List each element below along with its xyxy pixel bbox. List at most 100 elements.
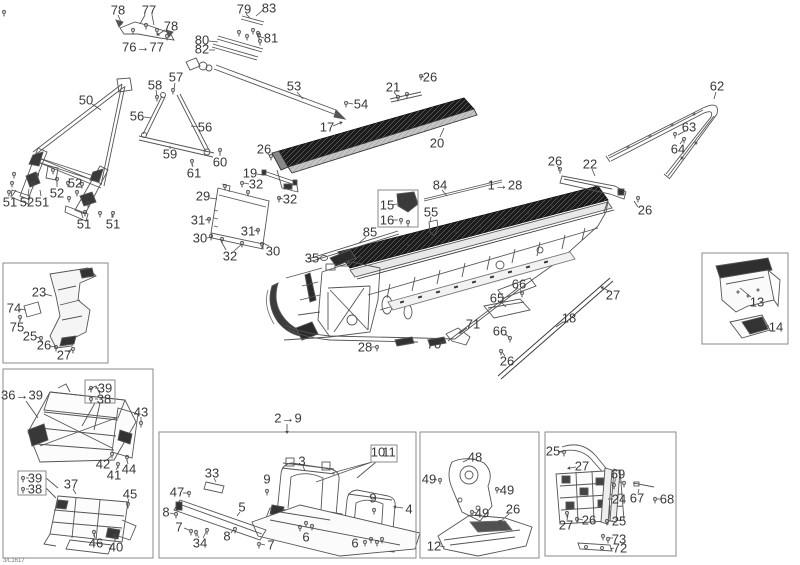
callout-27: 27 xyxy=(57,348,71,363)
screw-icon xyxy=(371,507,377,515)
callout-16: 16 xyxy=(380,213,394,228)
leader-line xyxy=(91,103,102,111)
screw-icon xyxy=(1,9,7,17)
callout-45: 45 xyxy=(123,487,137,502)
part-15 xyxy=(396,191,419,213)
callout-6: 6 xyxy=(302,530,309,545)
screw-icon xyxy=(437,477,443,485)
leader-line xyxy=(18,317,22,323)
callout-61: 61 xyxy=(187,166,201,181)
leader-line xyxy=(395,506,404,509)
leader-line xyxy=(255,9,264,17)
screw-icon xyxy=(257,38,263,46)
group-box xyxy=(544,431,677,557)
leader-line xyxy=(519,288,523,294)
leader-line xyxy=(419,75,425,78)
strip-19 xyxy=(261,169,298,186)
screw-icon xyxy=(70,346,76,354)
leader-line xyxy=(266,152,271,157)
callout-56: 56 xyxy=(130,109,144,124)
callout-67: 67 xyxy=(630,491,644,506)
callout-54: 54 xyxy=(354,97,368,112)
callout-38: 38 xyxy=(28,482,42,497)
leader-arrow xyxy=(393,505,397,509)
callout-70: 70 xyxy=(427,337,441,352)
running-board-right xyxy=(337,185,615,280)
callout-53: 53 xyxy=(287,79,301,94)
screw-icon xyxy=(652,496,658,504)
leader-arrow xyxy=(600,286,604,290)
screw-icon xyxy=(66,195,72,203)
leader-line xyxy=(253,229,260,232)
callout-20: 20 xyxy=(430,136,444,151)
screw-icon xyxy=(236,29,242,37)
callout-71: 71 xyxy=(466,317,480,332)
leader-line xyxy=(277,197,284,200)
screw-icon xyxy=(276,195,282,203)
leader-line xyxy=(504,333,510,338)
callout-2→9: 2→9 xyxy=(274,411,301,426)
leader-line xyxy=(633,200,639,208)
screw-icon xyxy=(20,475,26,483)
callout-7: 7 xyxy=(175,520,182,535)
leader-line xyxy=(183,527,190,531)
leader-line xyxy=(191,162,194,168)
callout-26: 26 xyxy=(423,70,437,85)
leader-line xyxy=(637,488,640,494)
leader-line xyxy=(739,287,752,298)
leader-line xyxy=(115,465,119,471)
callout-48: 48 xyxy=(468,450,482,465)
callout-30: 30 xyxy=(266,244,280,259)
leader-line xyxy=(208,40,219,43)
leader-line xyxy=(713,91,717,100)
screw-icon xyxy=(9,180,15,188)
callout-26: 26 xyxy=(582,513,596,528)
leader-line xyxy=(501,351,506,357)
leader-line xyxy=(213,477,217,483)
skid-plate-12 xyxy=(437,514,533,557)
callout-51: 51 xyxy=(77,217,91,232)
callout-73: 73 xyxy=(612,532,626,547)
callout-7: 7 xyxy=(267,538,274,553)
rack-37 xyxy=(43,477,137,555)
callout-39: 39 xyxy=(28,471,42,486)
callout-59: 59 xyxy=(163,147,177,162)
leader-line xyxy=(679,139,684,145)
leader-line xyxy=(39,189,42,197)
callout-25: 25 xyxy=(546,444,560,459)
screw-icon xyxy=(621,480,627,488)
callout-37: 37 xyxy=(64,477,78,492)
battery-rack xyxy=(555,444,655,552)
leader-line xyxy=(609,547,615,550)
strip-85 xyxy=(307,230,400,263)
callout-14: 14 xyxy=(769,320,783,335)
leader-line xyxy=(441,189,448,197)
screw-icon xyxy=(154,94,160,102)
callout-31: 31 xyxy=(241,224,255,239)
leader-line xyxy=(569,466,577,469)
callout-52: 52 xyxy=(68,176,82,191)
group-box xyxy=(84,379,116,404)
callout-52: 52 xyxy=(50,186,64,201)
screw-icon xyxy=(494,486,500,494)
leader-line xyxy=(578,518,584,521)
callout-25: 25 xyxy=(23,329,37,344)
group-box xyxy=(701,252,789,345)
leader-line xyxy=(126,459,129,465)
leader-line xyxy=(462,458,470,463)
part-55 xyxy=(428,219,439,237)
part-code: 3/L1617 xyxy=(3,558,25,564)
callout-26: 26 xyxy=(548,154,562,169)
leader-line xyxy=(473,511,477,514)
callout-47: 47 xyxy=(170,485,184,500)
leader-line xyxy=(67,348,73,353)
screw-icon xyxy=(88,385,94,393)
callout-34: 34 xyxy=(193,536,207,551)
callout-85: 85 xyxy=(363,225,377,240)
steering-support xyxy=(138,92,215,158)
callout-12: 12 xyxy=(427,539,441,554)
screw-icon xyxy=(206,216,212,224)
screw-icon xyxy=(170,87,176,95)
callout-21: 21 xyxy=(386,80,400,95)
callout-26: 26 xyxy=(37,338,51,353)
